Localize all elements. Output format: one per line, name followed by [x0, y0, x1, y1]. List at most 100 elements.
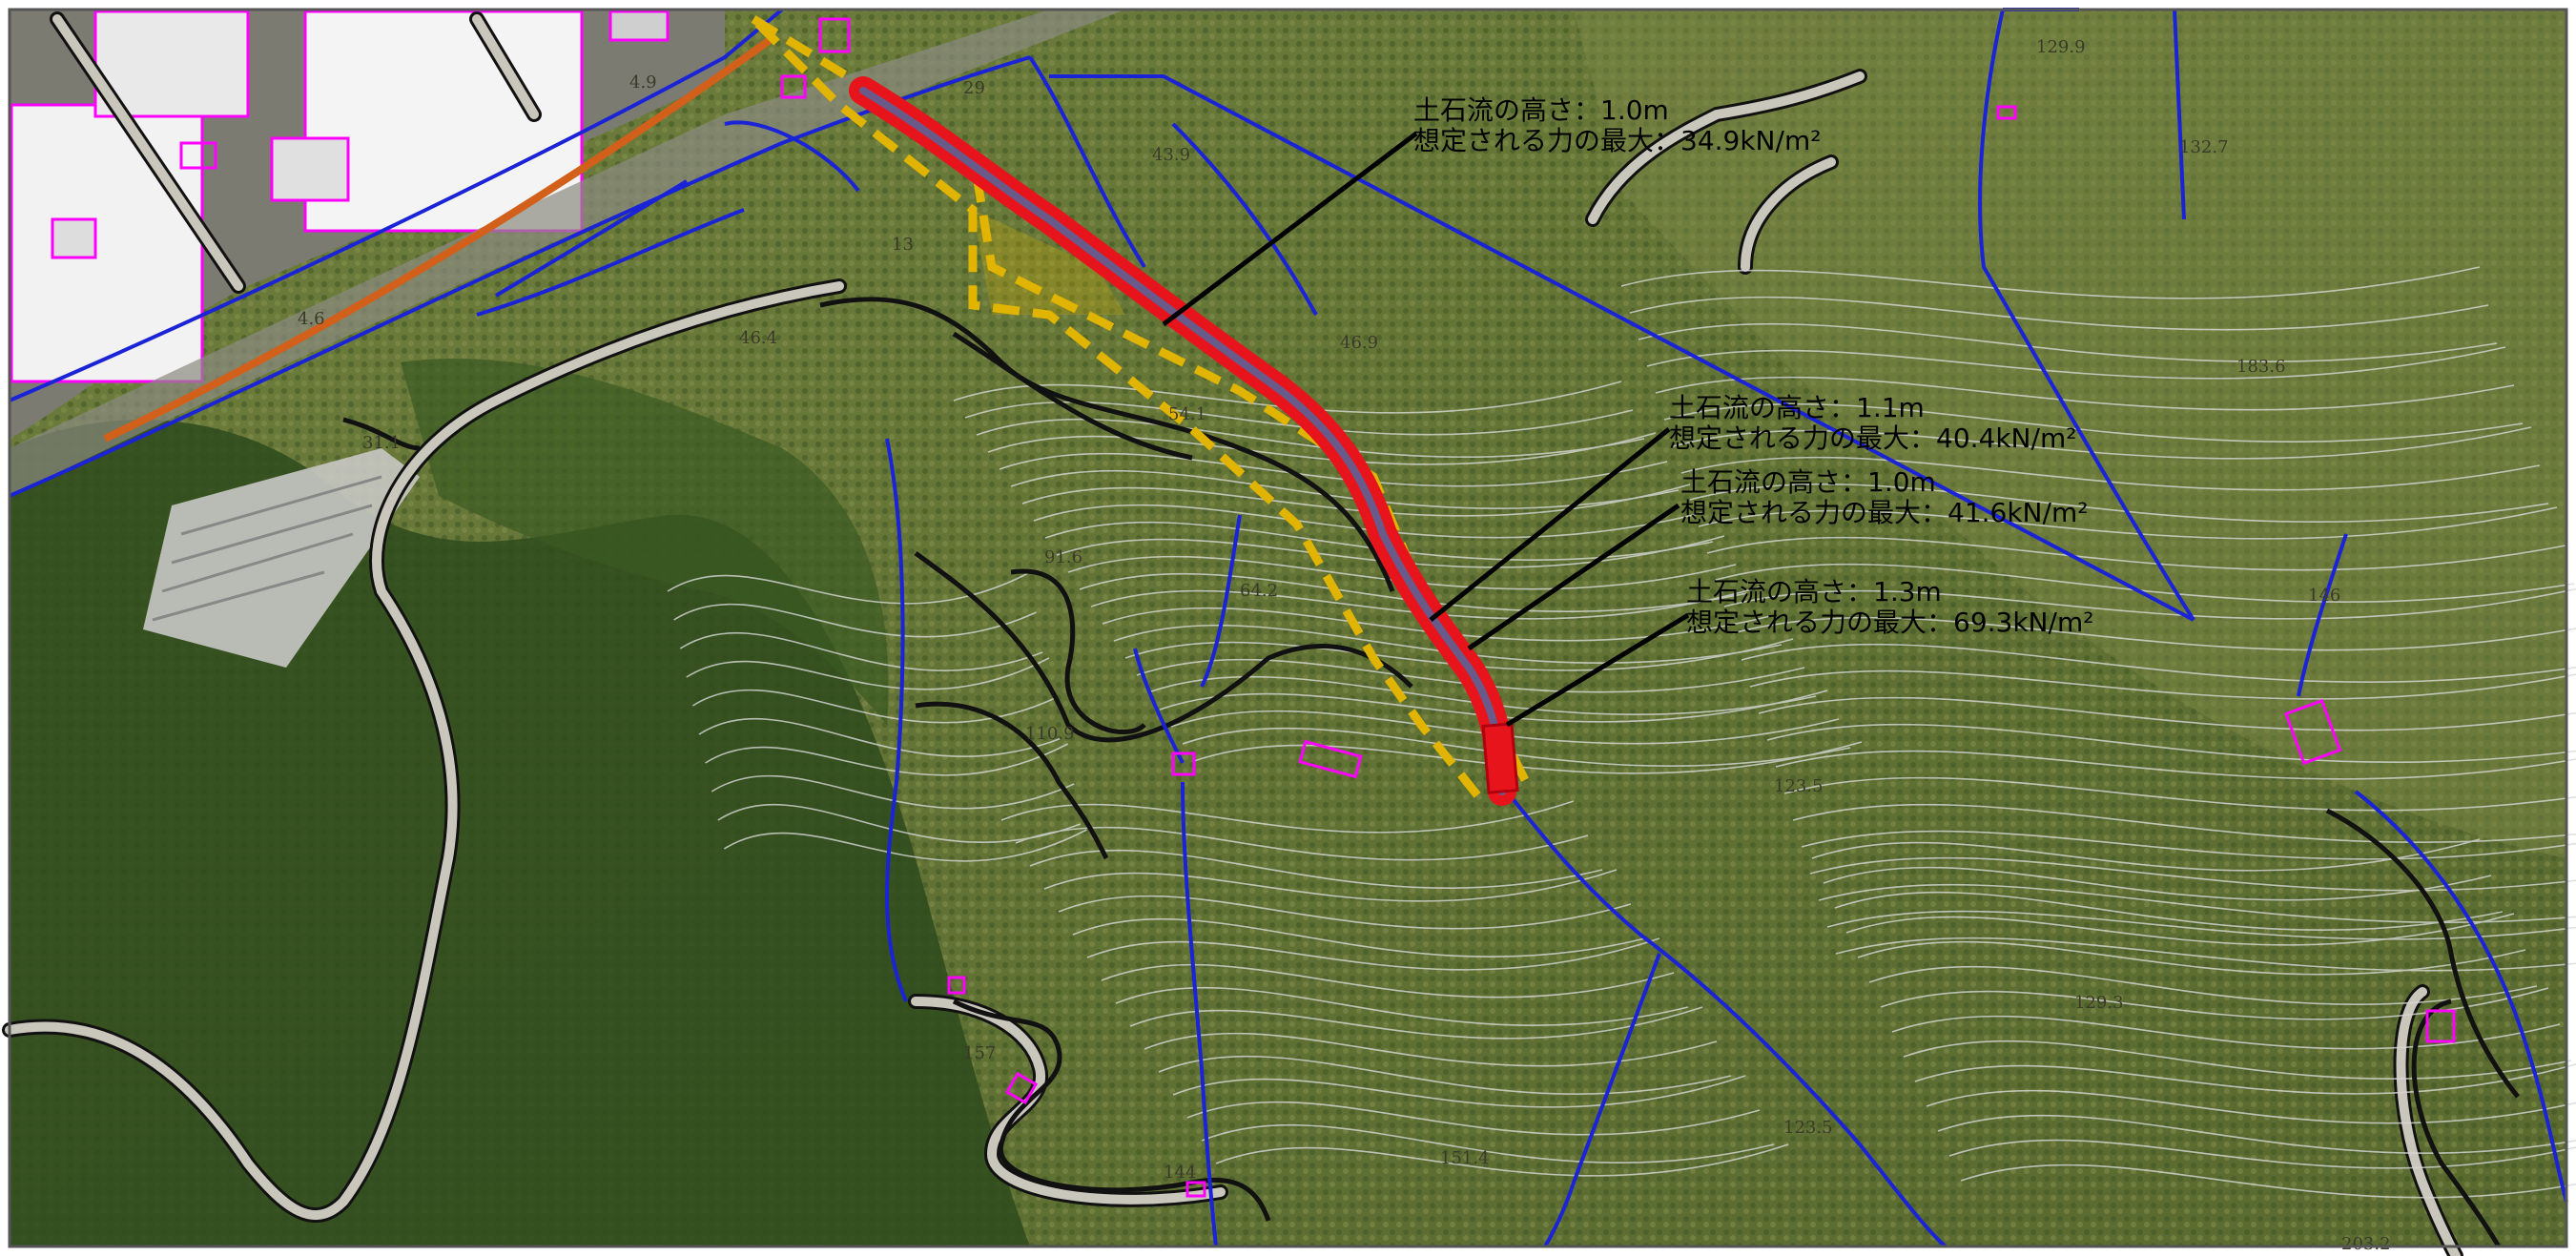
road-factory-north: [52, 14, 539, 291]
contour-line: [964, 401, 1634, 436]
contour-line: [1766, 723, 2576, 763]
contour-line: [1845, 913, 2515, 946]
stream-lines: [476, 8, 2568, 1248]
contour-line: [711, 774, 1075, 810]
trail-2: [952, 331, 1193, 461]
debris-flow-outlet[interactable]: [1481, 722, 1519, 794]
contour-line: [1072, 917, 1646, 957]
contour-line: [1783, 776, 2576, 812]
trail-lines: [342, 297, 2520, 1248]
elevation-label: 110.9: [1025, 724, 1075, 744]
contour-line: [1129, 1006, 1703, 1040]
contour-line: [1880, 987, 2549, 1020]
flow-height-label: 土石流の高さ：1.1m: [1669, 392, 1925, 423]
contour-line: [1010, 470, 1680, 510]
trail-1: [819, 297, 1395, 592]
contour-line: [673, 603, 1037, 638]
contour-line: [976, 419, 1645, 459]
contour-line: [1182, 728, 1851, 768]
contour-line: [1926, 1089, 2576, 1124]
contour-line: [1193, 741, 1863, 774]
debris-flow-warning-zone[interactable]: [750, 15, 1533, 802]
contour-line: [1715, 563, 2575, 603]
elevation-label: 91.6: [1044, 547, 1082, 567]
elevation-label: 144: [1164, 1163, 1196, 1183]
stream-boundary-3: [885, 438, 908, 1002]
contour-line: [1809, 856, 2576, 892]
contour-line: [1015, 826, 1589, 861]
building-j: [1996, 105, 2017, 120]
road-upper-switchbacks: [1588, 72, 1865, 272]
elevation-label: 54.1: [1168, 404, 1206, 424]
elevation-label: 64.2: [1240, 581, 1278, 601]
map-frame: [8, 8, 2568, 1248]
contour-line: [1201, 1123, 1775, 1163]
building-k: [179, 141, 217, 170]
stream-boundary-2: [1978, 9, 2195, 622]
contour-line: [686, 657, 1050, 690]
elevation-label: 129.3: [2074, 993, 2124, 1013]
stream-main: [1505, 790, 1947, 1248]
expressway-edge-south: [9, 55, 1031, 498]
factory-building-4: [270, 136, 350, 202]
max-force-label: 想定される力の最大：69.3kN/m²: [1686, 607, 2093, 638]
road-east-hairpin: [2396, 987, 2461, 1256]
elevation-label: 46.4: [739, 328, 777, 348]
elevation-label: 129.9: [2036, 37, 2086, 57]
annotation-leaders: [1162, 132, 1690, 728]
contour-line: [1914, 1063, 2576, 1095]
contour-line: [1775, 750, 2576, 780]
building-i: [818, 17, 851, 53]
elevation-label: 4.6: [298, 309, 325, 329]
debris-flow-channel-core: [859, 87, 1506, 795]
contour-line: [1801, 830, 2576, 860]
building-a: [1298, 739, 1363, 779]
contour-line: [1758, 696, 2576, 731]
debris-flow-annotations: 土石流の高さ：1.0m想定される力の最大：34.9kN/m²土石流の高さ：1.1…: [1413, 94, 2093, 638]
contour-line: [1835, 937, 2576, 972]
contour-line: [691, 689, 1056, 724]
building-g: [1185, 1181, 1206, 1198]
small-buildings: [179, 17, 2456, 1198]
factory-building-1: [10, 103, 204, 383]
factory-building-5: [51, 217, 97, 259]
contour-line: [1186, 1101, 1761, 1136]
contour-line: [705, 743, 1068, 776]
trail-9: [2411, 999, 2502, 1248]
stream-boundary-1: [1049, 74, 2195, 622]
contour-line: [1101, 963, 1675, 999]
building-c: [1171, 752, 1196, 776]
contour-line: [1102, 607, 1771, 642]
leader-3: [1467, 503, 1680, 651]
contour-line: [1158, 1055, 1732, 1095]
contour-line: [1960, 1163, 2576, 1199]
contour-line: [1663, 402, 2524, 443]
contour-line: [1000, 800, 1575, 834]
road-winding-west: [5, 281, 844, 1221]
trail-5: [915, 701, 1109, 860]
leader-4: [1505, 612, 1690, 728]
contour-line: [1124, 638, 1794, 671]
contour-line: [1090, 587, 1760, 620]
contour-line: [999, 452, 1668, 487]
trail-3: [914, 550, 1413, 743]
stream-boundary-4: [2297, 533, 2348, 697]
building-b: [2284, 698, 2342, 766]
max-force-label: 想定される力の最大：34.9kN/m²: [1413, 125, 1821, 156]
contour-line: [1086, 937, 1660, 971]
contour-line: [1113, 625, 1783, 665]
contour-line: [1891, 1015, 2561, 1050]
building-f: [1004, 1071, 1039, 1105]
contour-line: [1823, 866, 2492, 901]
contour-line: [1741, 643, 2576, 683]
contour-line: [698, 717, 1062, 757]
expressway-centerline: [103, 34, 775, 443]
elevation-label: 157: [963, 1043, 996, 1063]
contour-line: [1655, 376, 2515, 411]
stream-boundary-7: [1200, 514, 1242, 688]
